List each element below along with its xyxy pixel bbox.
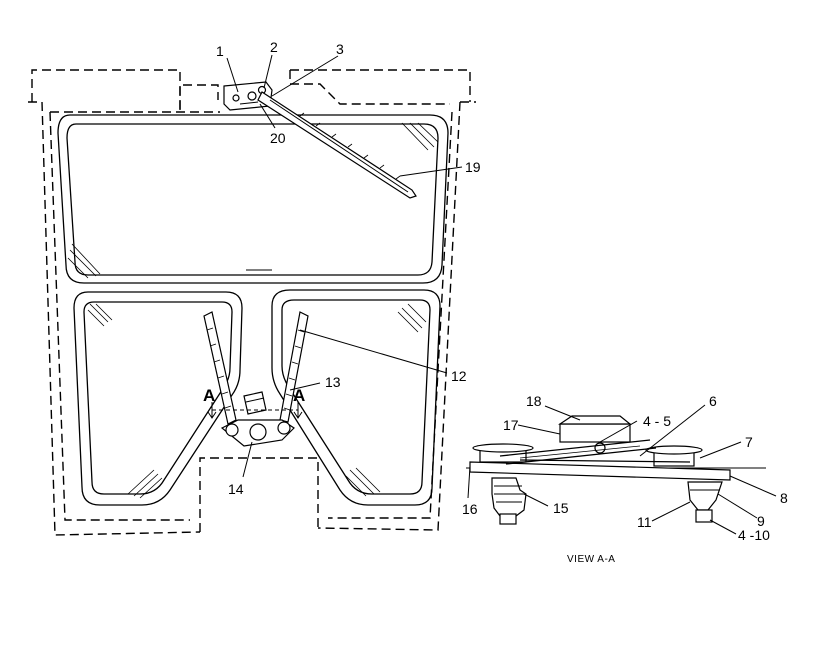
lower-left-window: [73, 291, 243, 506]
callout-4-5: 4 - 5: [643, 413, 671, 429]
lower-right-wiper: [279, 311, 309, 423]
callout-7: 7: [745, 434, 753, 450]
lower-right-window: [271, 289, 441, 506]
callout-6: 6: [709, 393, 717, 409]
callout-17: 17: [503, 417, 519, 433]
callout-1: 1: [216, 43, 224, 59]
lower-wiper-motor: [220, 391, 295, 447]
callout-12: 12: [451, 368, 467, 384]
leader-lines: [226, 54, 777, 535]
callout-18: 18: [526, 393, 542, 409]
callout-3: 3: [336, 41, 344, 57]
cab-frame: [28, 69, 476, 536]
callout-8: 8: [780, 490, 788, 506]
callout-20: 20: [270, 130, 286, 146]
section-mark-left: A: [203, 386, 215, 405]
callout-14: 14: [228, 481, 244, 497]
callout-16: 16: [462, 501, 478, 517]
lower-left-wiper: [203, 311, 237, 425]
callout-13: 13: [325, 374, 341, 390]
callout-19: 19: [465, 159, 481, 175]
section-line-a-a: [207, 402, 303, 419]
callout-4-10: 4 -10: [738, 527, 770, 543]
callout-9: 9: [757, 513, 765, 529]
section-mark-right: A: [293, 386, 305, 405]
view-a-a-detail: [466, 415, 766, 525]
callout-2: 2: [270, 39, 278, 55]
windshield-glass: [57, 114, 449, 284]
upper-wiper-assembly: [223, 81, 417, 199]
callout-11: 11: [637, 514, 652, 530]
callout-15: 15: [553, 500, 569, 516]
view-caption: VIEW A-A: [567, 554, 615, 565]
